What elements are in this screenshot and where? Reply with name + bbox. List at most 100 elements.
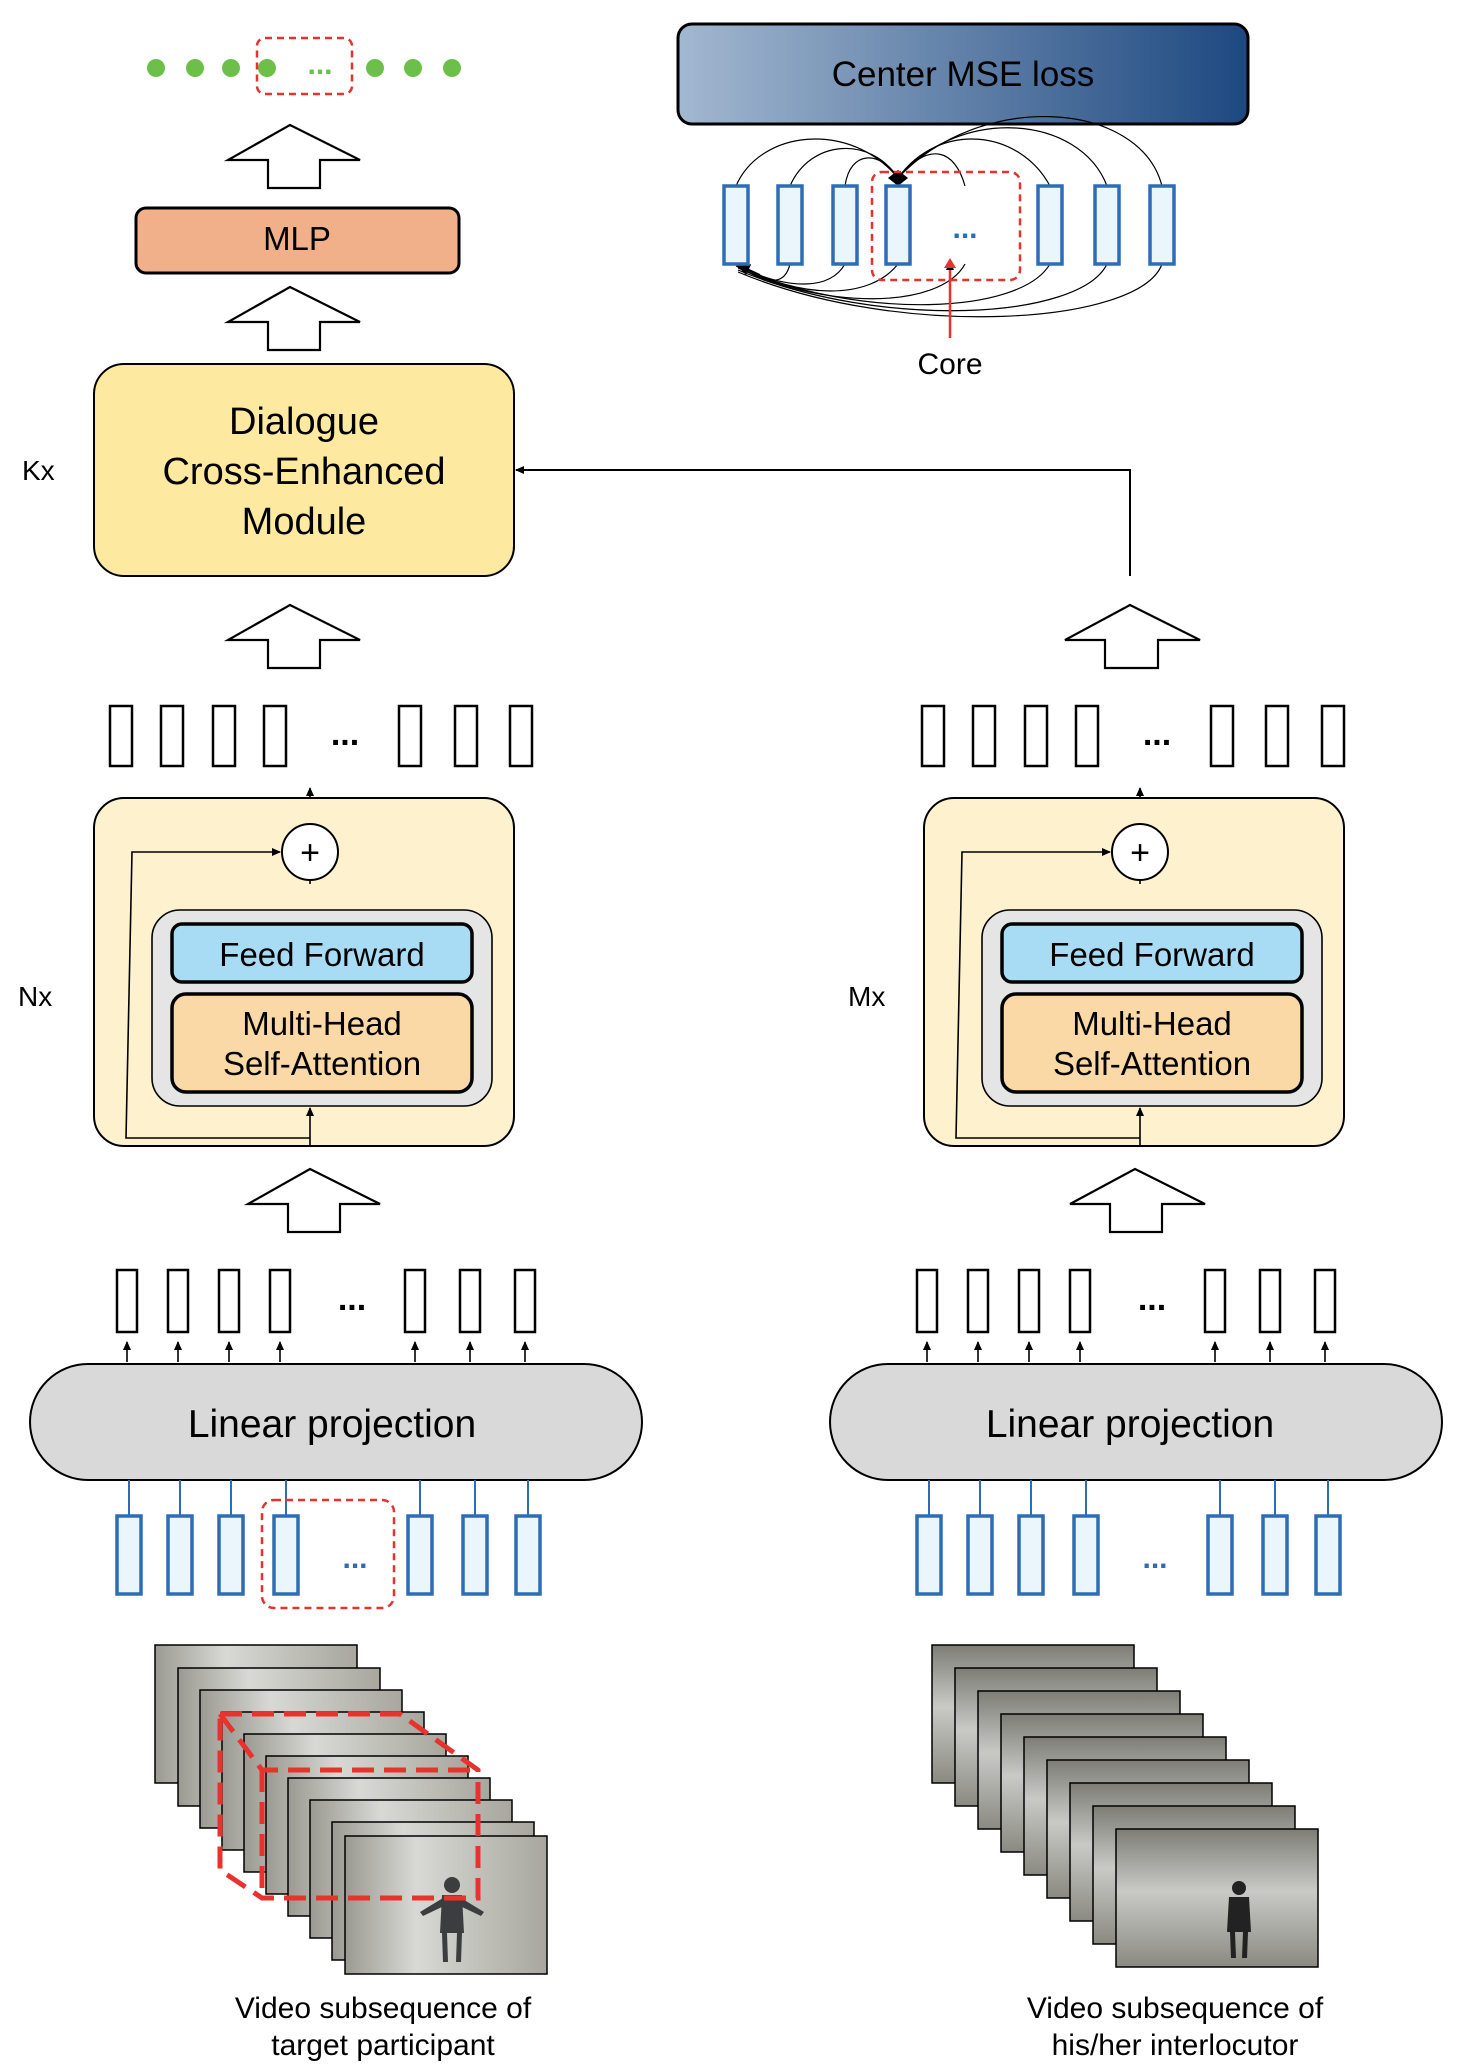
self-attention-block	[170, 992, 474, 1094]
token	[1264, 704, 1290, 768]
token	[1023, 704, 1049, 768]
token-ellipsis: ...	[1142, 1542, 1167, 1575]
token	[513, 1268, 537, 1334]
token	[884, 184, 912, 266]
residual-connection	[955, 848, 1140, 1139]
token	[1258, 1268, 1282, 1334]
caption-left-line2: target participant	[271, 2029, 495, 2062]
projection-label: Linear projection	[986, 1403, 1274, 1446]
flow-arrow	[223, 285, 361, 352]
feed-forward-label: Feed Forward	[219, 936, 424, 973]
token	[1209, 704, 1235, 768]
flow-arrow	[223, 603, 361, 670]
encoder-block-right: + Feed Forward Multi-Head Self-Attention	[923, 787, 1345, 1147]
token	[1017, 1514, 1045, 1596]
projection-up-arrows-left	[123, 1341, 529, 1362]
center-mse-loss-block: Center MSE loss	[676, 22, 1250, 126]
output-sequence: ...	[147, 36, 461, 96]
encoder-output-tokens-left	[108, 704, 534, 768]
token	[1068, 1268, 1092, 1334]
feed-forward-label: Feed Forward	[1049, 936, 1254, 973]
dcem-label-line2: Cross-Enhanced	[162, 451, 445, 493]
token	[1203, 1268, 1227, 1334]
input-tokens-right: ...	[915, 1480, 1342, 1596]
core-anchor	[888, 170, 908, 186]
core-window-highlight	[870, 170, 1022, 282]
self-attention-label-line1: Multi-Head	[242, 1005, 402, 1042]
token	[115, 1514, 143, 1596]
residual-add-node	[1111, 823, 1169, 881]
token	[268, 1268, 292, 1334]
mlp-label: MLP	[263, 220, 331, 257]
caption-right-line1: Video subsequence of	[1027, 1992, 1324, 2025]
temporal-window-highlight	[217, 1711, 481, 1901]
loss-arrow-head	[735, 263, 761, 276]
cross-connection-arrow	[515, 466, 1131, 576]
token	[1314, 1514, 1342, 1596]
feed-forward-block	[170, 922, 474, 984]
output-dot	[443, 59, 461, 77]
encoder-block-left: + Feed Forward Multi-Head Self-Attention	[93, 787, 515, 1147]
self-attention-label-line1: Multi-Head	[1072, 1005, 1232, 1042]
token	[966, 1268, 990, 1334]
linear-projection-right: Linear projection	[829, 1363, 1443, 1481]
projection-up-arrows-right	[923, 1341, 1329, 1362]
repeat-k-label: Kx	[22, 455, 55, 486]
dcem-label-line1: Dialogue	[229, 401, 379, 443]
core-label: Core	[917, 348, 982, 381]
dialogue-cross-enhanced-module: Dialogue Cross-Enhanced Module	[93, 363, 515, 577]
mlp-block: MLP	[134, 206, 461, 275]
token-ellipsis: ...	[952, 212, 977, 245]
projected-tokens-right	[915, 1268, 1337, 1334]
output-dot	[147, 59, 165, 77]
token	[971, 704, 997, 768]
token	[915, 1514, 943, 1596]
output-dot	[222, 59, 240, 77]
token	[406, 1514, 434, 1596]
token	[403, 1268, 427, 1334]
token	[211, 704, 237, 768]
input-tokens-left: ...	[115, 1480, 542, 1610]
token-ellipsis: ...	[331, 715, 359, 753]
token	[1074, 704, 1100, 768]
token	[1148, 184, 1176, 266]
token	[776, 184, 804, 266]
token	[1313, 1268, 1337, 1334]
output-ellipsis: ...	[307, 48, 332, 81]
token	[514, 1514, 542, 1596]
token	[1320, 704, 1346, 768]
token-ellipsis: ...	[338, 1280, 366, 1318]
residual-connection	[125, 848, 310, 1139]
encoder-output-tokens-right	[920, 704, 1346, 768]
token	[461, 1514, 489, 1596]
token	[453, 704, 479, 768]
token-ellipsis: ...	[342, 1542, 367, 1575]
token	[966, 1514, 994, 1596]
loss-token-sequence: ...	[722, 170, 1176, 282]
caption-left-line1: Video subsequence of	[235, 1992, 532, 2025]
token	[159, 704, 185, 768]
output-dot	[404, 59, 422, 77]
token	[1036, 184, 1064, 266]
token	[115, 1268, 139, 1334]
video-frames-right	[931, 1644, 1319, 1968]
token-ellipsis: ...	[1143, 715, 1171, 753]
flow-arrow	[223, 123, 361, 190]
output-dot	[186, 59, 204, 77]
token	[1072, 1514, 1100, 1596]
self-attention-label-line2: Self-Attention	[1053, 1045, 1251, 1082]
token	[1206, 1514, 1234, 1596]
token	[217, 1514, 245, 1596]
residual-add-symbol: +	[1130, 834, 1150, 872]
person-figure	[420, 1877, 484, 1962]
token	[920, 704, 946, 768]
token	[217, 1268, 241, 1334]
dcem-label-line3: Module	[242, 501, 367, 543]
linear-projection-left: Linear projection	[29, 1363, 643, 1481]
self-attention-block	[1000, 992, 1304, 1094]
token	[1093, 184, 1121, 266]
feed-forward-block	[1000, 922, 1304, 984]
flow-arrow	[1069, 1167, 1206, 1234]
token	[831, 184, 859, 266]
